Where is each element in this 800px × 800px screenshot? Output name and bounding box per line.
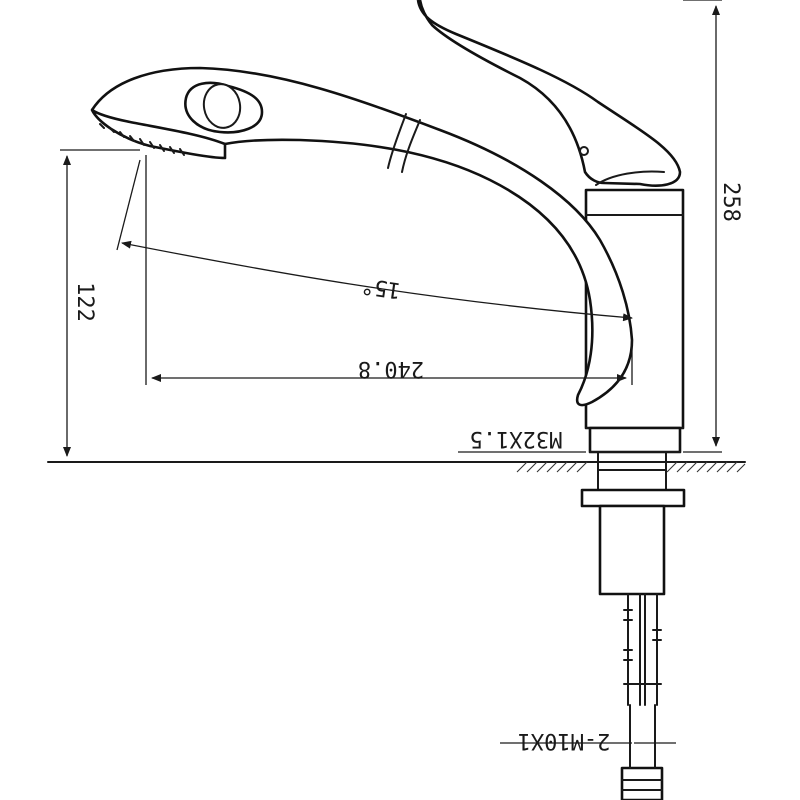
dimension-swivel-angle-label: 15°: [360, 272, 403, 302]
dimension-supply-thread: 2-M10X1: [500, 728, 676, 753]
countertop-line: [47, 461, 746, 473]
mounting-assembly: [580, 451, 686, 800]
pull-out-spout: [90, 66, 634, 407]
lever-handle: [416, 0, 682, 187]
spray-nozzles: [99, 123, 185, 156]
dimension-total-height: 258: [683, 0, 743, 453]
dimension-mount-thread: M32X1.5: [458, 426, 586, 453]
dimension-spout-reach-label: 240.8: [358, 356, 424, 381]
dimension-total-height-label: 258: [718, 182, 743, 222]
dimension-spout-reach: 240.8: [145, 155, 633, 385]
countertop-hatching: [516, 461, 746, 473]
dimension-mount-thread-label: M32X1.5: [470, 426, 563, 451]
spray-mode-button: [184, 81, 264, 134]
dimension-swivel-angle: 15°: [116, 159, 633, 322]
dimension-supply-thread-label: 2-M10X1: [518, 728, 611, 753]
dimension-spout-height-label: 122: [72, 282, 97, 322]
dimension-spout-height: 122: [60, 149, 140, 457]
